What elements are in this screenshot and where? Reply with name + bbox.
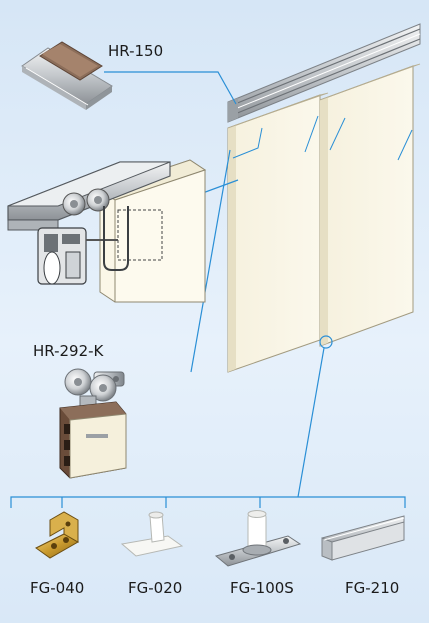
label-fg-210: FG-210 xyxy=(345,579,400,597)
overhead-rail xyxy=(227,23,421,123)
label-fg-100s: FG-100S xyxy=(230,579,294,597)
floor-guide-marker xyxy=(319,335,333,349)
hr-150-rail-image xyxy=(21,41,113,110)
fg-040-bracket-image xyxy=(35,511,80,559)
label-fg-040: FG-040 xyxy=(30,579,85,597)
label-hr-292-k: HR-292-K xyxy=(33,342,104,360)
label-hr-150: HR-150 xyxy=(108,42,164,60)
door-panel-right xyxy=(319,63,421,347)
fg-210-channel-image xyxy=(321,515,405,561)
hanger-fittings xyxy=(232,115,413,161)
hr-292-k-hanger-image xyxy=(59,368,127,479)
door-panel-left xyxy=(227,92,329,373)
fg-020-guide-image xyxy=(120,511,184,557)
fg-100s-guide-image xyxy=(214,510,302,567)
hanger-assembly-image xyxy=(7,159,207,303)
label-fg-020: FG-020 xyxy=(128,579,183,597)
